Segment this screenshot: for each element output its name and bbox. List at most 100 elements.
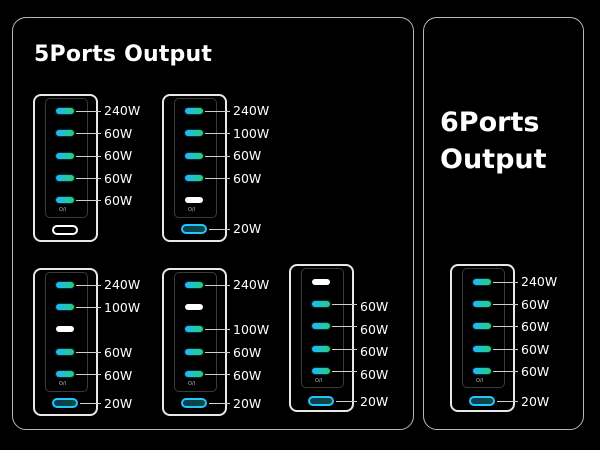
port-power-label: 60W (360, 299, 389, 314)
usb-c-port (473, 301, 491, 307)
usb-c-port (56, 197, 74, 203)
power-button-mark: O/I (476, 378, 484, 384)
charger-port-panel-1 (45, 98, 88, 218)
port-power-label: 100W (233, 322, 270, 337)
usb-c-port (312, 323, 330, 329)
port-power-label: 240W (233, 103, 270, 118)
port-power-label: 20W (360, 394, 389, 409)
usb-c-port-large (52, 398, 78, 408)
port-power-label: 60W (104, 368, 133, 383)
usb-c-port (56, 349, 74, 355)
leader-line (205, 374, 230, 375)
port-power-label: 100W (104, 300, 141, 315)
usb-a-port (185, 304, 203, 310)
leader-line (205, 111, 230, 112)
leader-line (76, 200, 101, 201)
usb-c-port-large (181, 224, 207, 234)
charger-port-panel-3 (45, 272, 88, 392)
usb-c-port-large (181, 398, 207, 408)
leader-line (76, 285, 101, 286)
port-power-label: 60W (104, 345, 133, 360)
usb-c-port (56, 153, 74, 159)
leader-line (493, 371, 518, 372)
charger-device-1 (33, 94, 98, 242)
usb-a-port (56, 326, 74, 332)
usb-c-port (473, 346, 491, 352)
usb-c-port (185, 130, 203, 136)
charger-device-3 (33, 268, 98, 416)
port-power-label: 60W (521, 364, 550, 379)
usb-c-port (185, 108, 203, 114)
leader-line (76, 178, 101, 179)
port-power-label: 60W (360, 367, 389, 382)
leader-line (205, 285, 230, 286)
power-button-mark: O/I (315, 378, 323, 384)
usb-c-port (56, 282, 74, 288)
usb-c-port (56, 130, 74, 136)
charger-device-6 (450, 264, 515, 412)
leader-line (209, 403, 230, 404)
leader-line (332, 304, 357, 305)
leader-line (493, 304, 518, 305)
leader-line (332, 326, 357, 327)
leader-line (493, 282, 518, 283)
leader-line (332, 371, 357, 372)
usb-c-port (473, 323, 491, 329)
port-power-label: 60W (521, 319, 550, 334)
port-power-label: 240W (104, 103, 141, 118)
port-power-label: 60W (233, 368, 262, 383)
usb-c-port (312, 346, 330, 352)
usb-a-port (185, 197, 203, 203)
leader-line (332, 349, 357, 350)
usb-c-port (312, 301, 330, 307)
leader-line (336, 401, 357, 402)
charger-port-panel-2 (174, 98, 217, 218)
port-power-label: 20W (521, 394, 550, 409)
port-power-label: 60W (360, 344, 389, 359)
usb-c-port (312, 368, 330, 374)
leader-line (76, 133, 101, 134)
usb-c-port (56, 108, 74, 114)
power-button-mark: O/I (188, 207, 196, 213)
leader-line (205, 329, 230, 330)
leader-line (76, 307, 101, 308)
usb-c-port (185, 153, 203, 159)
panel-6ports (423, 17, 584, 430)
panel-5ports (12, 17, 414, 430)
leader-line (205, 156, 230, 157)
port-power-label: 60W (233, 148, 262, 163)
port-power-label: 60W (360, 322, 389, 337)
port-power-label: 240W (104, 277, 141, 292)
leader-line (497, 401, 518, 402)
leader-line (493, 326, 518, 327)
usb-c-port (185, 371, 203, 377)
port-power-label: 60W (233, 171, 262, 186)
leader-line (205, 352, 230, 353)
leader-line (205, 178, 230, 179)
charger-device-5 (289, 264, 354, 412)
power-button-mark: O/I (188, 381, 196, 387)
leader-line (76, 352, 101, 353)
port-power-label: 20W (233, 221, 262, 236)
port-power-label: 60W (104, 171, 133, 186)
panel-6ports-title: 6Ports Output (440, 107, 547, 175)
charger-port-panel-4 (174, 272, 217, 392)
port-power-label: 240W (233, 277, 270, 292)
port-power-label: 60W (104, 148, 133, 163)
charger-device-4 (162, 268, 227, 416)
usb-a-port (312, 279, 330, 285)
usb-a-port (52, 225, 78, 235)
leader-line (205, 133, 230, 134)
port-power-label: 20W (233, 396, 262, 411)
port-power-label: 100W (233, 126, 270, 141)
usb-c-port (56, 371, 74, 377)
port-power-label: 60W (104, 126, 133, 141)
usb-c-port (185, 175, 203, 181)
usb-c-port (185, 282, 203, 288)
leader-line (80, 403, 101, 404)
charger-port-panel-5 (301, 268, 344, 388)
charger-device-2 (162, 94, 227, 242)
power-button-mark: O/I (59, 207, 67, 213)
usb-c-port (473, 279, 491, 285)
panel-5ports-title: 5Ports Output (34, 42, 213, 67)
